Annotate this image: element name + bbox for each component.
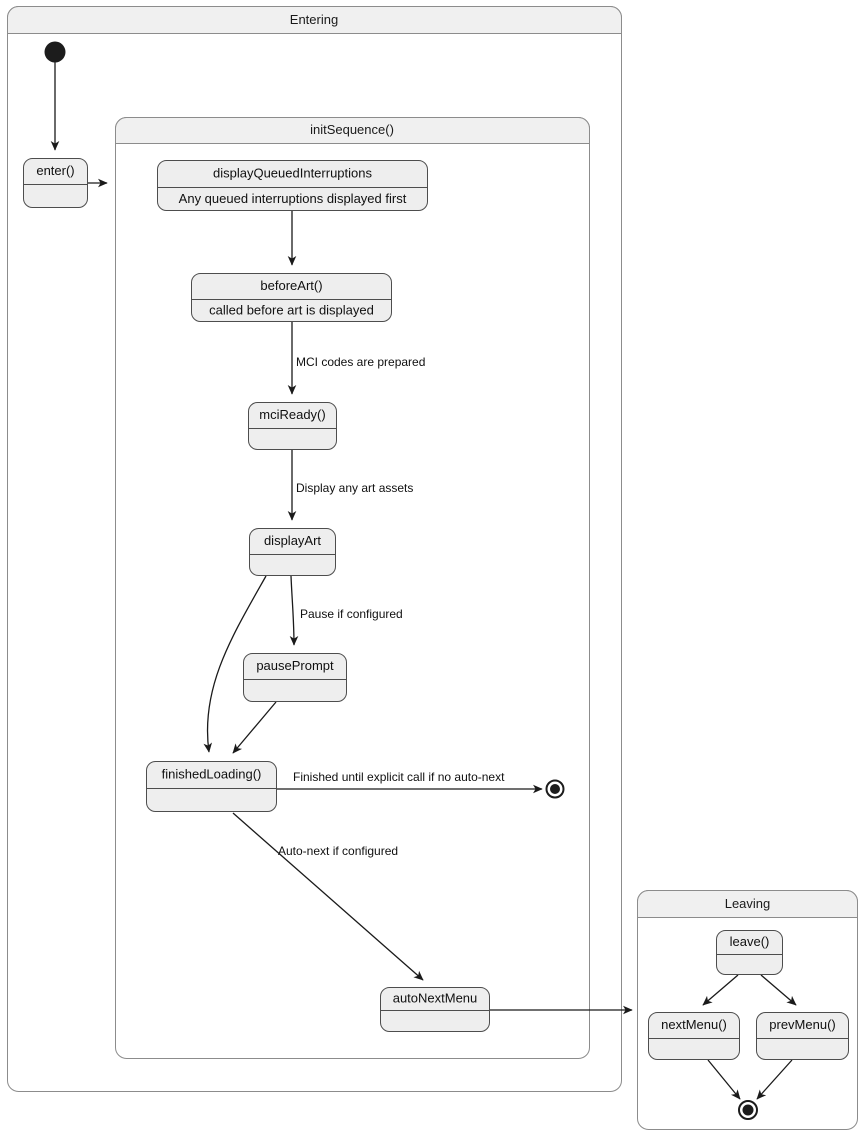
initial-node[interactable] xyxy=(44,41,66,63)
state-finishedloading[interactable]: finishedLoading() xyxy=(146,761,277,812)
frame-initsequence-title: initSequence() xyxy=(310,122,394,137)
transition-leave-to-prevmenu[interactable] xyxy=(760,974,797,1006)
transition-label-mci-codes: MCI codes are prepared xyxy=(296,355,425,369)
state-leave[interactable]: leave() xyxy=(716,930,783,975)
state-mciready[interactable]: mciReady() xyxy=(248,402,337,450)
state-displayqueuedinterruptions[interactable]: displayQueuedInterruptions Any queued in… xyxy=(157,160,428,211)
final-node-leaving[interactable] xyxy=(738,1100,758,1120)
state-mciready-box xyxy=(248,402,337,450)
state-enter-label: enter() xyxy=(36,163,74,178)
state-enter-box xyxy=(23,158,88,208)
transition-label-finished-until-explicit-call: Finished until explicit call if no auto-… xyxy=(293,770,505,784)
state-nextmenu-box xyxy=(648,1012,740,1060)
state-displayart[interactable]: displayArt xyxy=(249,528,336,576)
state-pauseprompt[interactable]: pausePrompt xyxy=(243,653,347,702)
state-autonextmenu-box xyxy=(380,987,490,1032)
transitions-layer: MCI codes are prepared Display any art a… xyxy=(50,62,797,1100)
transition-leave-to-nextmenu[interactable] xyxy=(702,974,739,1006)
state-autonextmenu-label: autoNextMenu xyxy=(393,990,478,1005)
state-prevmenu-label: prevMenu() xyxy=(769,1017,835,1032)
frame-initsequence[interactable]: initSequence() xyxy=(115,117,590,1059)
transition-label-auto-next-if-configured: Auto-next if configured xyxy=(278,844,398,858)
final-node-top[interactable] xyxy=(545,779,565,799)
state-finishedloading-box xyxy=(146,761,277,812)
state-nextmenu[interactable]: nextMenu() xyxy=(648,1012,740,1060)
state-displayqueuedinterruptions-box xyxy=(157,160,428,211)
state-enter[interactable]: enter() xyxy=(23,158,88,208)
state-displayqueuedinterruptions-desc: Any queued interruptions displayed first xyxy=(179,191,407,206)
transition-prevmenu-to-final[interactable] xyxy=(756,1059,793,1100)
state-beforeart-box xyxy=(191,273,392,322)
state-pauseprompt-box xyxy=(243,653,347,702)
state-prevmenu-box xyxy=(756,1012,849,1060)
transition-displayart-to-pauseprompt[interactable] xyxy=(289,575,299,646)
initial-node-dot xyxy=(44,41,66,63)
state-leave-box xyxy=(716,930,783,975)
state-pauseprompt-label: pausePrompt xyxy=(256,658,334,673)
frame-leaving-header xyxy=(637,890,858,918)
state-beforeart-desc: called before art is displayed xyxy=(209,302,374,317)
state-finishedloading-label: finishedLoading() xyxy=(162,766,262,781)
frame-entering-header xyxy=(7,6,622,34)
state-displayart-label: displayArt xyxy=(264,533,321,548)
state-nextmenu-label: nextMenu() xyxy=(661,1017,727,1032)
transition-pauseprompt-to-finishedloading[interactable] xyxy=(232,701,277,754)
final-node-top-dot xyxy=(550,784,560,794)
state-leave-label: leave() xyxy=(730,934,770,949)
frame-leaving-body xyxy=(637,890,858,1130)
state-displayqueuedinterruptions-label: displayQueuedInterruptions xyxy=(213,165,372,180)
frame-leaving-title: Leaving xyxy=(725,896,771,911)
frame-leaving[interactable]: Leaving xyxy=(637,890,858,1130)
transition-displayart-to-finishedloading[interactable] xyxy=(203,575,267,753)
transition-label-pause-if-configured: Pause if configured xyxy=(300,607,403,621)
state-beforeart[interactable]: beforeArt() called before art is display… xyxy=(191,273,392,322)
frame-entering-title: Entering xyxy=(290,12,338,27)
frame-initsequence-header xyxy=(115,117,590,144)
state-mciready-label: mciReady() xyxy=(259,407,325,422)
state-beforeart-label: beforeArt() xyxy=(260,278,322,293)
transition-label-display-art-assets: Display any art assets xyxy=(296,481,413,495)
state-prevmenu[interactable]: prevMenu() xyxy=(756,1012,849,1060)
transition-nextmenu-to-final[interactable] xyxy=(707,1059,741,1100)
final-node-leaving-dot xyxy=(742,1104,754,1116)
state-autonextmenu[interactable]: autoNextMenu xyxy=(380,987,490,1032)
transition-finishedloading-to-autonextmenu[interactable] xyxy=(232,812,424,981)
state-displayart-box xyxy=(249,528,336,576)
